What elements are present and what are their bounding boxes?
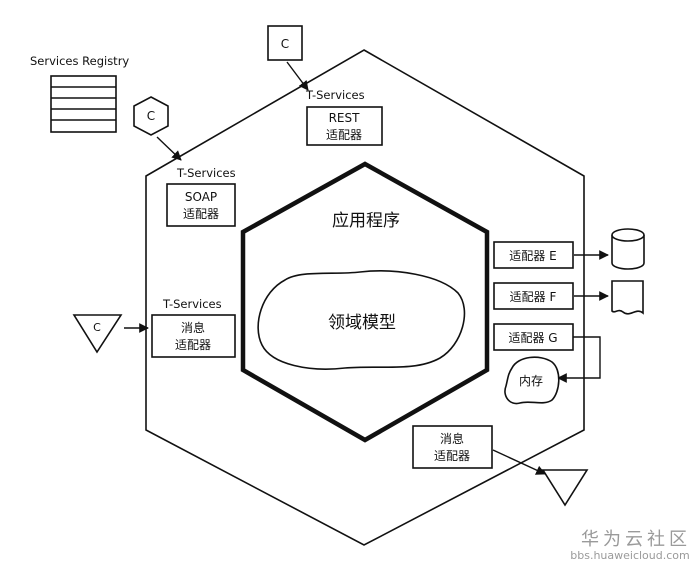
database-icon — [611, 228, 645, 270]
client-square-arrow — [286, 61, 309, 91]
message-adapter-left-line1: 消息 — [181, 320, 205, 335]
client-hexagon — [133, 96, 169, 136]
tservices-label-left-top: T-Services — [176, 166, 236, 180]
watermark-url: bbs.huaweicloud.com — [570, 549, 689, 562]
adapter-f-box — [493, 282, 574, 310]
adapter-e-label: 适配器 E — [509, 249, 556, 263]
client-square-label: C — [281, 37, 289, 51]
adapter-g-arrow — [557, 336, 601, 383]
message-adapter-bottom-arrow — [492, 449, 546, 475]
services-registry-icon — [50, 75, 117, 133]
client-triangle-label: C — [93, 321, 101, 334]
message-adapter-bottom-line2: 适配器 — [434, 449, 470, 463]
client-hexagon-label: C — [147, 109, 155, 123]
rest-adapter-line1: REST — [329, 111, 361, 125]
outer-hexagon — [145, 49, 585, 546]
service-triangle-right — [541, 469, 589, 507]
message-adapter-bottom-box — [412, 425, 493, 469]
memory-blob — [504, 356, 560, 405]
adapter-g-label: 适配器 G — [508, 331, 557, 345]
message-adapter-left-box — [151, 314, 236, 358]
watermark-brand: 华为云社区 — [581, 529, 691, 550]
rest-adapter-box — [306, 106, 383, 146]
rest-adapter-line2: 适配器 — [326, 128, 362, 142]
document-icon — [611, 280, 644, 315]
adapter-e-box — [493, 241, 574, 269]
soap-adapter-box — [166, 183, 236, 227]
domain-model-label: 领域模型 — [328, 313, 396, 333]
client-triangle-left — [72, 314, 123, 354]
soap-adapter-line2: 适配器 — [183, 207, 219, 221]
memory-label: 内存 — [519, 374, 543, 388]
client-square — [267, 25, 303, 61]
tservices-label-top: T-Services — [305, 88, 365, 102]
domain-model-blob — [257, 270, 466, 370]
adapter-f-label: 适配器 F — [510, 290, 557, 304]
tservices-label-left: T-Services — [162, 297, 222, 311]
application-label: 应用程序 — [332, 211, 400, 231]
client-hexagon-arrow — [156, 136, 182, 161]
message-adapter-bottom-line1: 消息 — [440, 431, 464, 446]
soap-adapter-line1: SOAP — [185, 190, 217, 204]
services-registry-label: Services Registry — [30, 54, 129, 68]
message-adapter-left-line2: 适配器 — [175, 338, 211, 352]
